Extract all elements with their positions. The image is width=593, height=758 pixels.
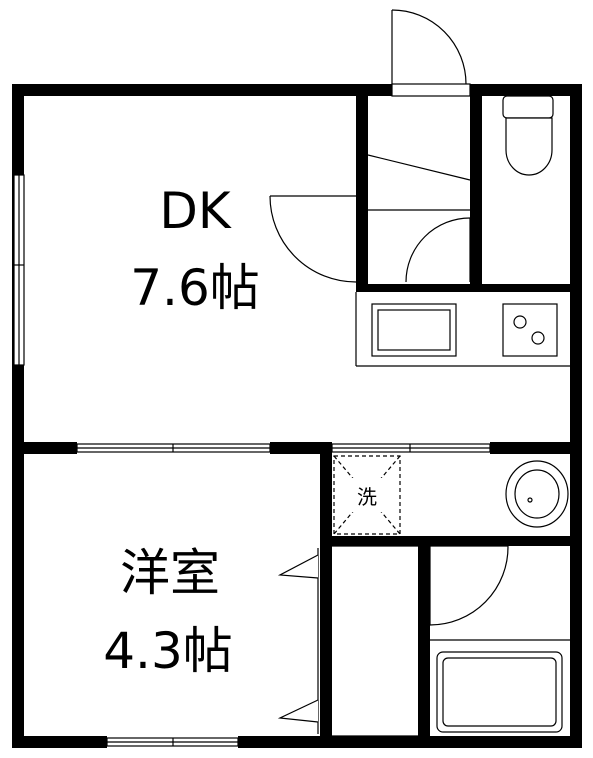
windows [13,83,491,747]
bathtub-icon [436,651,563,733]
thin-lines [332,154,582,737]
closet-doors [277,548,319,734]
toilet-icon [502,95,554,176]
dk-room-name: DK [159,182,232,240]
doors [269,9,509,626]
bedroom-room-name: 洋室 [120,544,220,602]
wash-basin-icon [505,460,569,528]
kitchen-counter [371,303,558,357]
dk-room-size: 7.6帖 [130,259,260,317]
sink-icon [371,303,457,357]
washer-label-bg [350,478,384,512]
bedroom-room-size: 4.3帖 [103,622,233,680]
walls [12,84,582,748]
washer-label: 洗 [357,485,377,509]
stove-icon [502,303,558,357]
